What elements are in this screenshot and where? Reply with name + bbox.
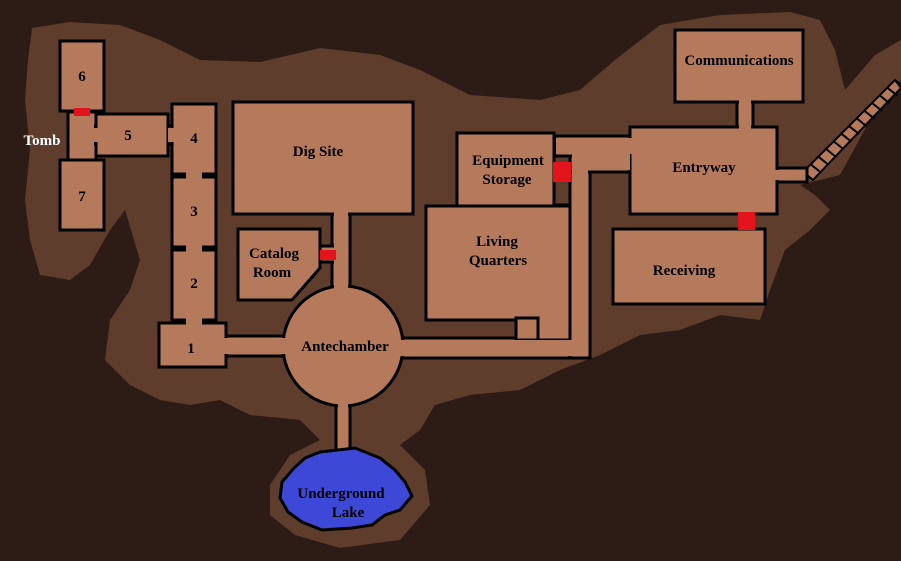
ladder-rung (810, 163, 822, 174)
label-4: 4 (190, 131, 198, 147)
ladder-rung (825, 148, 837, 158)
ladder-rung (894, 79, 901, 87)
label-2: 2 (190, 276, 198, 292)
labels: Tomb 6 7 5 4 3 2 1 Dig Site Catalog Room… (24, 53, 794, 521)
room-5 (94, 112, 170, 158)
label-lake: Lake (332, 505, 365, 521)
ladder-rung (856, 117, 868, 128)
label-3: 3 (190, 204, 198, 220)
ladder-rung (848, 125, 860, 135)
label-1: 1 (187, 341, 195, 357)
ladder-rung (886, 86, 898, 97)
label-dig-site: Dig Site (293, 144, 344, 160)
ladder-rung (817, 155, 829, 166)
rooms (58, 28, 805, 408)
label-living: Living (476, 234, 518, 250)
ladder-rung (863, 109, 875, 120)
exit-ladder (801, 78, 901, 182)
label-communications: Communications (684, 53, 793, 69)
room-6 (58, 39, 106, 113)
label-catalog: Catalog (249, 246, 299, 262)
catalog-room (236, 227, 322, 302)
room-7 (58, 158, 106, 232)
ladder-rung (833, 140, 845, 151)
equipment-storage-room (455, 131, 556, 208)
label-receiving: Receiving (653, 263, 716, 279)
door-equipment (553, 162, 571, 182)
label-tomb: Tomb (24, 133, 61, 149)
label-equipment: Equipment (472, 153, 544, 169)
door-tomb (74, 108, 90, 116)
ladder-rung (879, 94, 891, 105)
communications-room (673, 28, 805, 104)
room-1 (157, 321, 228, 369)
door-catalog (320, 250, 336, 260)
label-entryway: Entryway (672, 160, 736, 176)
ladder-rung (871, 102, 883, 112)
label-7: 7 (78, 189, 86, 205)
ladder-rung (840, 132, 852, 143)
entryway-room (628, 125, 779, 216)
label-quarters: Quarters (469, 253, 527, 269)
label-underground: Underground (297, 486, 385, 502)
receiving-room (611, 227, 767, 306)
label-room: Room (253, 265, 292, 281)
doors (74, 108, 755, 260)
dig-site-room (231, 100, 415, 216)
underground-lake (278, 446, 414, 532)
living-quarters-room (424, 204, 572, 342)
label-5: 5 (124, 128, 132, 144)
door-receiving (738, 212, 755, 230)
label-antechamber: Antechamber (301, 339, 389, 355)
label-storage: Storage (482, 172, 531, 188)
label-6: 6 (78, 69, 86, 85)
